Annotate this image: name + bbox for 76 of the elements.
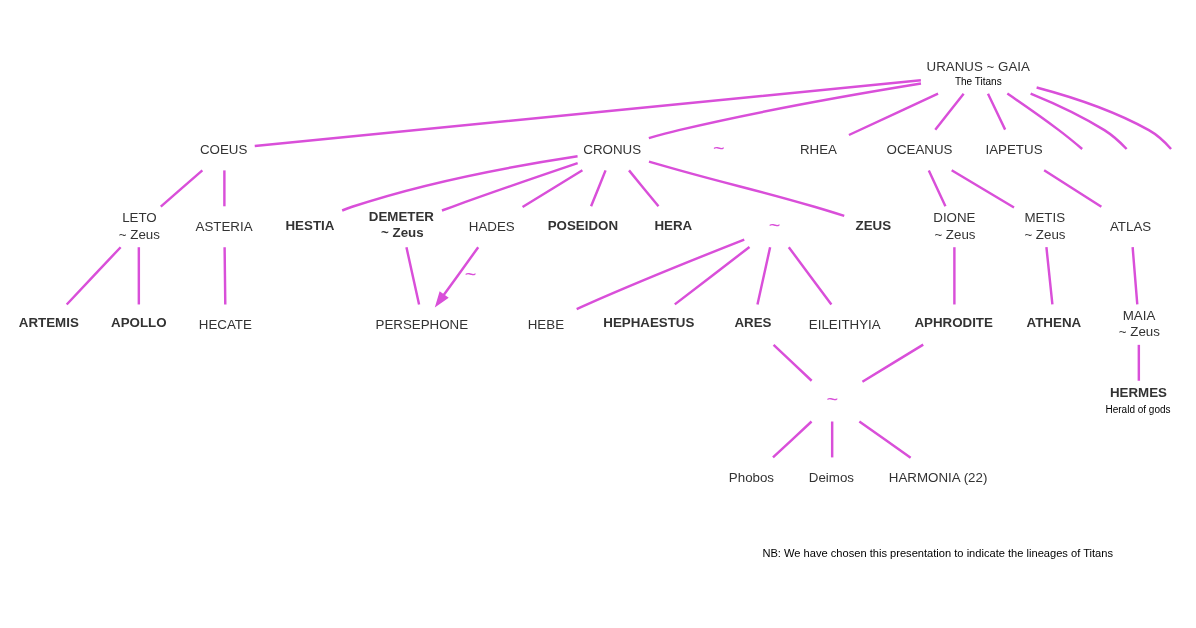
connector xyxy=(254,79,921,148)
connector xyxy=(787,246,833,306)
connector xyxy=(441,162,579,212)
node-text: Deimos xyxy=(808,469,855,485)
connector xyxy=(341,155,578,212)
connector xyxy=(223,170,226,207)
node-text: METIS ~ Zeus xyxy=(1024,209,1066,242)
node-text: POSEIDON xyxy=(547,217,619,233)
label: ~ xyxy=(712,137,725,159)
node-text: HEPHAESTUS xyxy=(603,315,695,331)
node-text: APOLLO xyxy=(111,315,167,331)
node-text: COEUS xyxy=(199,142,248,158)
connector xyxy=(137,247,141,305)
edge-label: ~ xyxy=(464,262,477,285)
node-text: ~ xyxy=(768,213,781,236)
connector xyxy=(521,169,584,208)
connector xyxy=(648,82,922,140)
node-text: HARMONIA (22) xyxy=(888,469,988,485)
connector xyxy=(951,169,1015,209)
connector xyxy=(830,421,834,458)
connector xyxy=(628,169,660,208)
node-text: ~ xyxy=(826,388,839,411)
node-label: Herald of gods xyxy=(1105,403,1171,415)
connector xyxy=(223,247,227,305)
node-text: CRONUS xyxy=(583,142,642,158)
node-text: APHRODITE xyxy=(914,315,993,331)
arrow xyxy=(434,246,480,308)
connector xyxy=(65,246,122,306)
connector xyxy=(772,420,813,459)
node-text: RHEA xyxy=(799,142,837,158)
node-text: ATHENA xyxy=(1026,315,1082,331)
node-text: IAPETUS xyxy=(985,142,1043,158)
node-text: LETO ~ Zeus xyxy=(118,209,160,242)
node-text: DEMETER ~ Zeus xyxy=(368,208,435,241)
node-text: ASTERIA xyxy=(195,218,253,234)
connector xyxy=(1131,247,1139,305)
connector xyxy=(772,343,813,382)
connector xyxy=(1137,344,1141,381)
node-text: ZEUS xyxy=(855,217,892,233)
node-text: ARTEMIS xyxy=(18,315,79,331)
connector xyxy=(1030,92,1128,150)
node-text: OCEANUS xyxy=(886,142,953,158)
connector xyxy=(576,238,745,311)
node-text: ATLAS xyxy=(1109,218,1152,234)
node-text: ARES xyxy=(734,315,772,331)
node-text: Phobos xyxy=(728,469,775,485)
connector xyxy=(1045,247,1054,305)
node-text: HERMES xyxy=(1109,385,1167,401)
connector xyxy=(934,92,965,131)
connector xyxy=(927,169,947,207)
connector xyxy=(756,246,772,305)
node-text: PERSEPHONE xyxy=(375,316,469,332)
node-text: HEBE xyxy=(527,316,565,332)
node-text: MAIA ~ Zeus xyxy=(1118,307,1160,340)
node-text: EILEITHYIA xyxy=(808,316,881,332)
connector xyxy=(160,169,204,208)
connector xyxy=(1036,86,1172,150)
connector xyxy=(858,420,912,459)
node-text: HESTIA xyxy=(285,217,335,233)
connector xyxy=(986,93,1007,131)
node-label: The Titans xyxy=(954,75,1002,87)
connector xyxy=(589,169,607,207)
node-text: DIONE ~ Zeus xyxy=(933,209,976,242)
connector xyxy=(1006,92,1083,150)
connector xyxy=(861,343,924,383)
connector xyxy=(405,246,421,305)
node-text: HERA xyxy=(654,217,693,233)
node-text: HADES xyxy=(468,218,515,234)
connector xyxy=(848,92,939,137)
connector xyxy=(648,160,845,218)
node-text: URANUS ~ GAIA xyxy=(926,58,1030,74)
connector xyxy=(674,246,751,306)
node-text: HECATE xyxy=(198,316,252,332)
connector xyxy=(953,247,956,305)
label: NB: We have chosen this presentation to indicate the lineages of Titans xyxy=(762,547,1114,560)
connector xyxy=(1043,169,1103,208)
